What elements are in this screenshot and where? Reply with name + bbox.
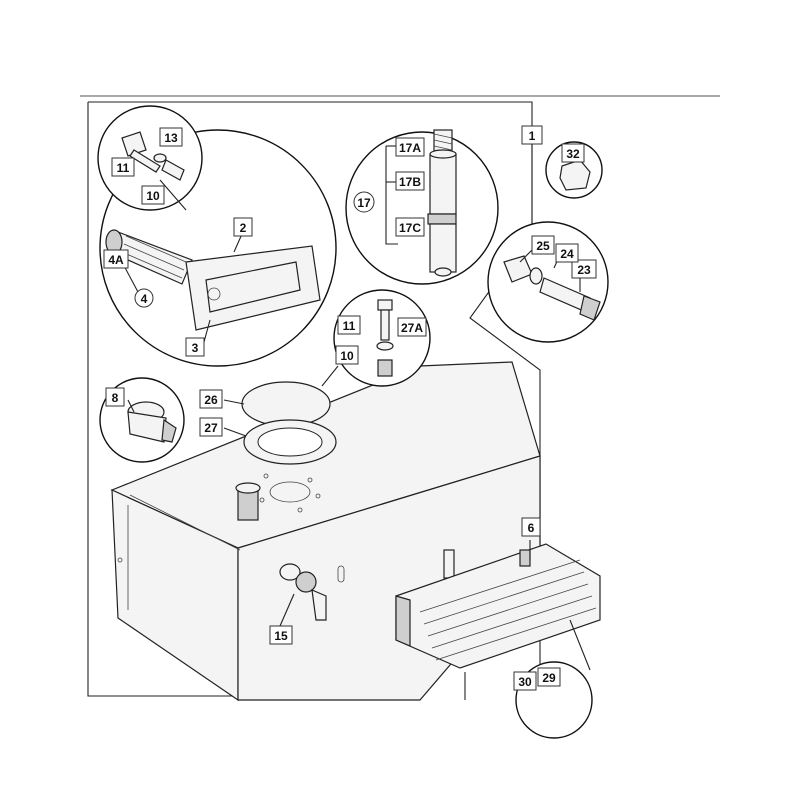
label-32: 32 xyxy=(561,143,585,163)
label-11-mid: 11 xyxy=(337,315,361,335)
svg-text:27A: 27A xyxy=(401,321,423,335)
sender-parts xyxy=(385,129,457,277)
svg-text:6: 6 xyxy=(528,521,535,535)
svg-text:17C: 17C xyxy=(399,221,421,235)
svg-text:3: 3 xyxy=(192,341,199,355)
bolt-parts-1 xyxy=(121,131,185,181)
bolt-parts-3 xyxy=(376,299,394,377)
svg-text:2: 2 xyxy=(240,221,247,235)
label-10-mid: 10 xyxy=(335,345,359,365)
svg-text:11: 11 xyxy=(343,319,356,333)
label-8: 8 xyxy=(105,387,125,407)
bolt-parts-2 xyxy=(503,255,601,321)
svg-text:13: 13 xyxy=(164,131,178,145)
label-11-top: 11 xyxy=(111,157,135,177)
svg-text:4A: 4A xyxy=(108,253,124,267)
svg-text:23: 23 xyxy=(577,263,591,277)
label-30: 30 xyxy=(513,671,537,691)
label-4A: 4A xyxy=(103,249,129,269)
label-23: 23 xyxy=(571,259,597,279)
label-6: 6 xyxy=(521,517,541,537)
label-10-top: 10 xyxy=(141,185,165,205)
svg-text:11: 11 xyxy=(117,161,130,175)
label-27A: 27A xyxy=(397,317,427,337)
label-26: 26 xyxy=(199,389,223,409)
label-17A: 17A xyxy=(395,137,425,157)
svg-text:26: 26 xyxy=(204,393,218,407)
label-24: 24 xyxy=(555,243,579,263)
label-25: 25 xyxy=(531,235,555,255)
svg-text:10: 10 xyxy=(340,349,354,363)
label-27: 27 xyxy=(199,417,223,437)
svg-text:17B: 17B xyxy=(399,175,421,189)
svg-text:29: 29 xyxy=(542,671,556,685)
svg-text:1: 1 xyxy=(529,129,536,143)
callout-circle-sender xyxy=(345,131,499,285)
svg-text:17: 17 xyxy=(357,196,371,210)
svg-text:24: 24 xyxy=(560,247,574,261)
filler-neck-parts xyxy=(105,229,321,331)
svg-text:15: 15 xyxy=(274,629,288,643)
label-1: 1 xyxy=(521,125,543,145)
svg-text:32: 32 xyxy=(566,147,580,161)
svg-text:10: 10 xyxy=(146,189,160,203)
label-17C: 17C xyxy=(395,217,425,237)
step-assembly xyxy=(395,543,601,700)
svg-text:27: 27 xyxy=(204,421,218,435)
svg-text:30: 30 xyxy=(518,675,532,689)
label-2: 2 xyxy=(233,217,253,237)
svg-text:25: 25 xyxy=(536,239,550,253)
gaskets xyxy=(241,381,337,465)
svg-text:17A: 17A xyxy=(399,141,421,155)
label-3: 3 xyxy=(185,337,205,357)
svg-text:8: 8 xyxy=(112,391,119,405)
label-29: 29 xyxy=(537,667,561,687)
label-13: 13 xyxy=(159,127,183,147)
label-17: 17 xyxy=(353,191,375,213)
svg-text:4: 4 xyxy=(141,292,148,306)
label-4: 4 xyxy=(134,288,154,308)
valve-part xyxy=(127,401,177,443)
label-15: 15 xyxy=(269,625,293,645)
label-17B: 17B xyxy=(395,171,425,191)
